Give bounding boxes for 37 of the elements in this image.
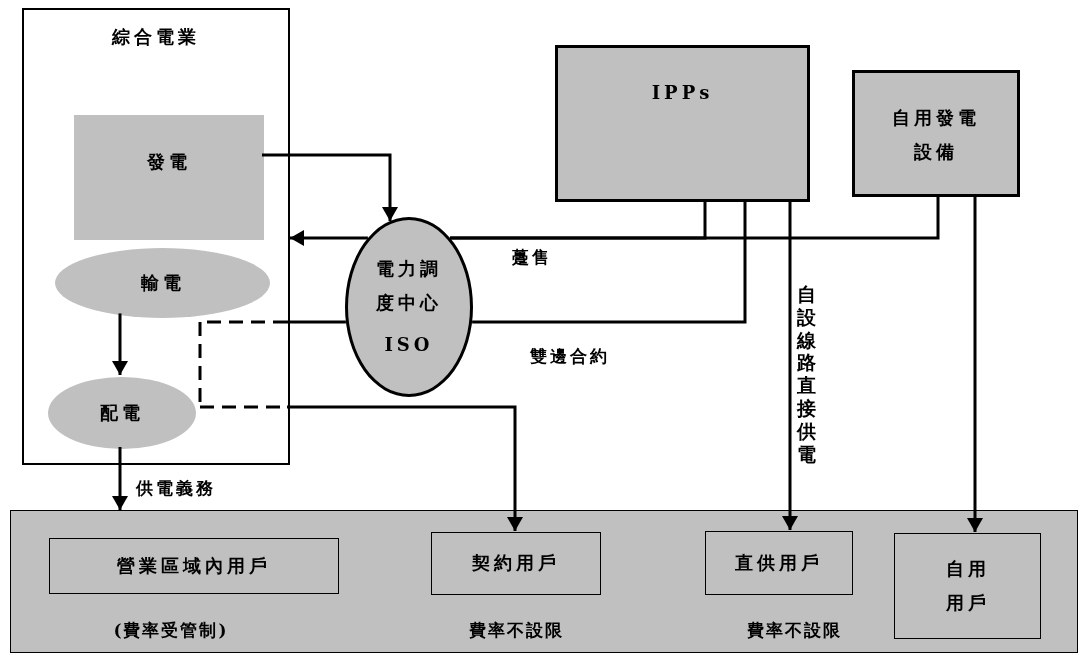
- connector-line: [472, 202, 747, 324]
- arrow: [967, 197, 983, 532]
- node-label: 配電: [100, 400, 144, 425]
- edge-label: 躉售: [512, 246, 552, 269]
- node-label: 直供用戶: [735, 550, 823, 575]
- rate-note: 費率不設限: [746, 619, 842, 642]
- customer-box: [49, 538, 339, 594]
- edge-label: 雙邊合約: [530, 345, 610, 368]
- arrow: [782, 202, 798, 530]
- arrow: [290, 230, 368, 246]
- customer-box: [431, 532, 601, 595]
- edge-label: 供電義務: [136, 477, 216, 500]
- node-label: 輸電: [140, 270, 185, 295]
- rate-note: (費率受管制): [113, 619, 229, 642]
- node-label: 自用用戶: [944, 556, 991, 615]
- node-label: ISO: [384, 333, 434, 358]
- supplier-box: [852, 70, 1020, 197]
- connector-line: [450, 197, 940, 240]
- node-label: 營業區域內用戶: [117, 553, 271, 578]
- customer-band: [10, 510, 1078, 653]
- supplier-box: [555, 45, 810, 202]
- node-label: 電力調度中心: [376, 256, 442, 315]
- customer-box: [894, 533, 1041, 639]
- process-box: [74, 115, 264, 240]
- arrow: [112, 447, 128, 510]
- arrow: [198, 320, 523, 531]
- arrow: [112, 313, 128, 375]
- customer-box: [705, 531, 853, 595]
- node-label: 發電: [147, 150, 191, 174]
- node-label: 契約用戶: [472, 551, 560, 576]
- rate-note: 費率不設限: [468, 619, 564, 642]
- edge-label: 自設線路直接供電: [797, 283, 816, 466]
- box-heading: 綜合電業: [112, 25, 200, 49]
- integrated-utility-box: [22, 8, 290, 465]
- node-label: IPPs: [651, 81, 714, 105]
- node-label: 自用發電設備: [891, 106, 981, 165]
- arrow: [262, 153, 398, 222]
